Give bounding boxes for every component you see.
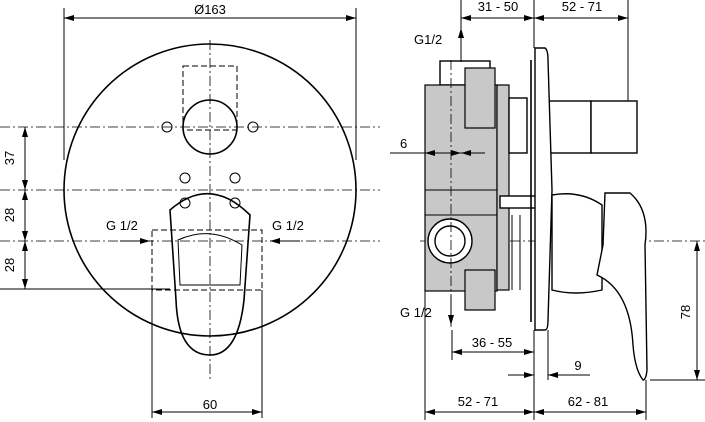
dim-28-upper-label: 28 [2, 208, 17, 222]
inlet-left-label: G 1/2 [106, 218, 138, 233]
depth-range-label: 36 - 55 [472, 335, 512, 350]
bottom-left-range-label: 52 - 71 [458, 394, 498, 409]
lever-inner [177, 233, 243, 286]
diverter-knob [590, 100, 638, 154]
top-left-range-label: 31 - 50 [478, 0, 518, 14]
outlet-top-label: G1/2 [414, 32, 442, 47]
offset-label: 6 [400, 136, 407, 151]
lever-width-label: 60 [203, 397, 217, 412]
diverter-hole [182, 99, 238, 155]
lever-handle [169, 192, 251, 356]
lever-height-label: 78 [678, 305, 693, 319]
hidden-body-outline [182, 65, 238, 131]
cover-plate-circle [63, 43, 357, 337]
outlet-bottom-label: G 1/2 [400, 305, 432, 320]
plate-thickness-label: 9 [574, 358, 581, 373]
dim-37-label: 37 [2, 151, 17, 165]
bottom-right-range-label: 62 - 81 [568, 394, 608, 409]
dim-28-lower-label: 28 [2, 258, 17, 272]
lever-side [596, 192, 648, 381]
side-view: 31 - 50 52 - 71 G1/2 6 G 1/2 36 - 55 9 7… [390, 0, 705, 420]
front-view: Ø163 37 28 28 G 1/2 G 1/2 60 [0, 2, 380, 418]
cover-plate-side [534, 47, 553, 331]
inlet-right-label: G 1/2 [272, 218, 304, 233]
diameter-label: Ø163 [194, 2, 226, 17]
hidden-lever-base [151, 229, 263, 291]
top-right-range-label: 52 - 71 [562, 0, 602, 14]
